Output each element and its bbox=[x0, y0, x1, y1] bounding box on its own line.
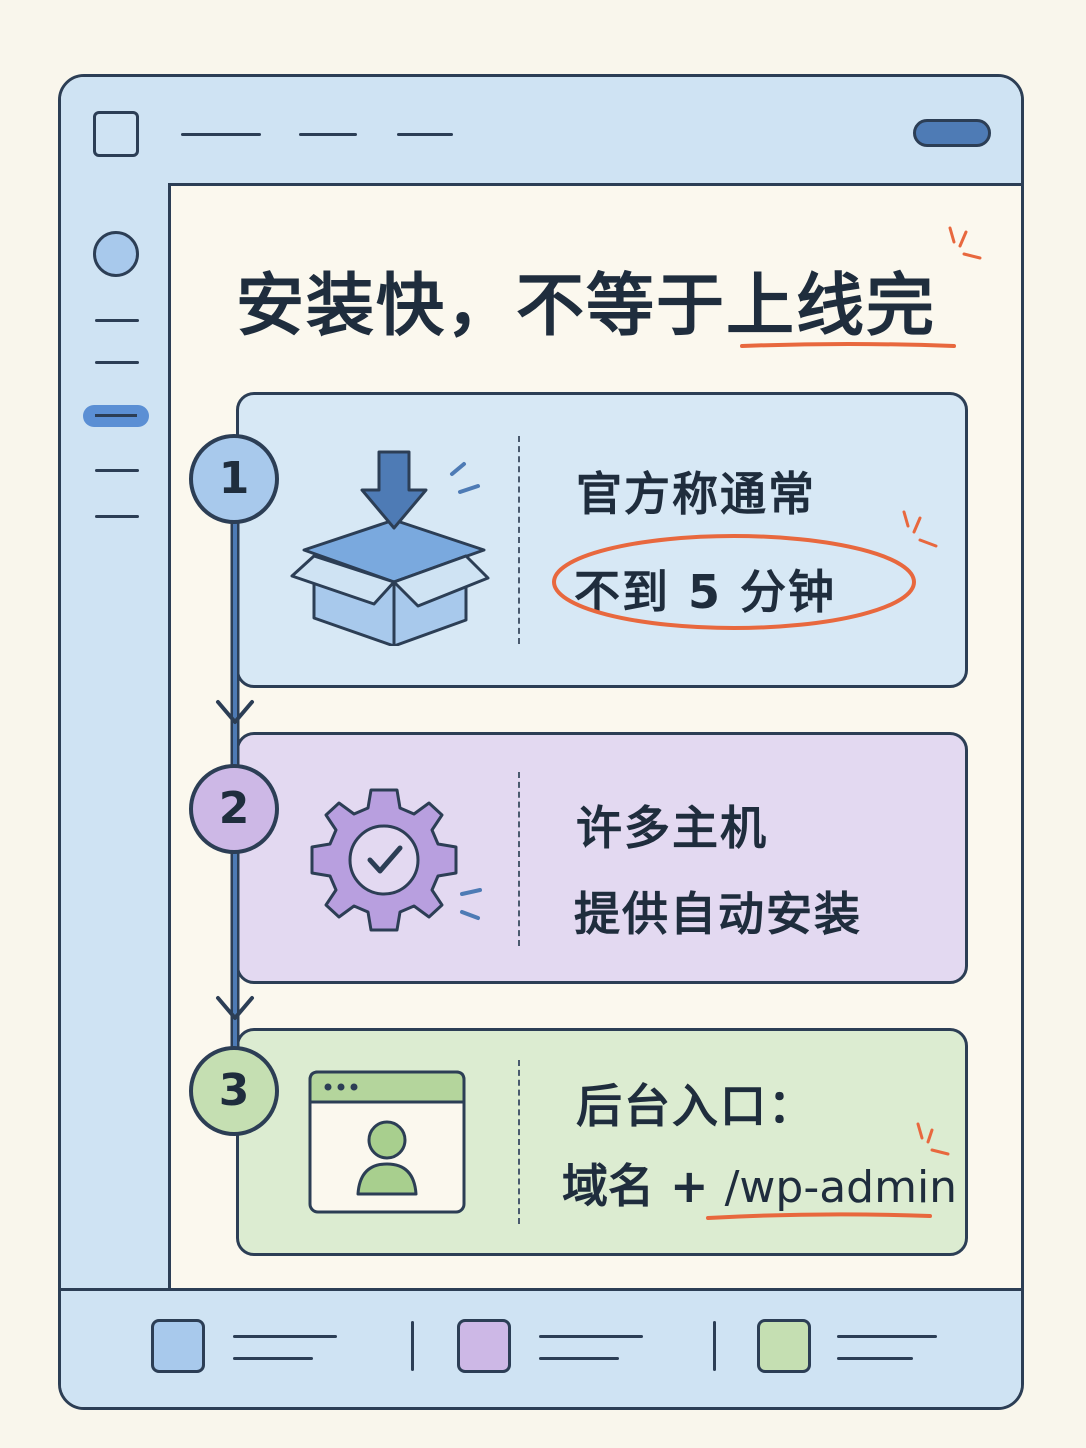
footer-tab-line bbox=[233, 1357, 313, 1360]
footer-bar bbox=[61, 1288, 1021, 1407]
footer-tab-purple[interactable] bbox=[457, 1319, 511, 1373]
sidebar-item[interactable] bbox=[95, 319, 139, 322]
title-placeholder-line bbox=[397, 133, 453, 136]
footer-tab-green[interactable] bbox=[757, 1319, 811, 1373]
sparkle-icon bbox=[948, 226, 982, 260]
footer-tab-line bbox=[233, 1335, 337, 1338]
highlight-circle bbox=[552, 534, 916, 630]
sidebar bbox=[61, 183, 171, 1291]
footer-separator bbox=[411, 1321, 414, 1371]
sparkle-icon bbox=[916, 1122, 950, 1156]
step-2-line-1: 许多主机 bbox=[576, 801, 768, 855]
footer-tab-line bbox=[837, 1357, 913, 1360]
title-placeholder-line bbox=[181, 133, 261, 136]
browser-user-icon bbox=[308, 1070, 466, 1214]
step-2-line-2: 提供自动安装 bbox=[574, 887, 862, 941]
card-divider bbox=[518, 772, 520, 946]
step-1-line-1: 官方称通常 bbox=[576, 467, 816, 521]
title-placeholder-line bbox=[299, 133, 357, 136]
footer-separator bbox=[713, 1321, 716, 1371]
path-underline bbox=[706, 1212, 932, 1220]
sidebar-item[interactable] bbox=[95, 361, 139, 364]
step-3-line-2: 域名 + /wp-admin bbox=[562, 1150, 957, 1216]
sidebar-item[interactable] bbox=[95, 469, 139, 472]
footer-tab-blue[interactable] bbox=[151, 1319, 205, 1373]
gear-check-icon bbox=[310, 788, 482, 932]
box-download-icon bbox=[290, 450, 490, 646]
title-underline bbox=[740, 342, 956, 348]
card-divider bbox=[518, 436, 520, 644]
step-3-line-1: 后台入口： bbox=[576, 1079, 816, 1133]
step-number-1: 1 bbox=[189, 434, 279, 524]
avatar[interactable] bbox=[93, 231, 139, 277]
window-toggle-button[interactable] bbox=[913, 119, 991, 147]
card-divider bbox=[518, 1060, 520, 1224]
domain-prefix: 域名 + bbox=[562, 1159, 725, 1213]
title-highlight: 上线完 bbox=[726, 267, 937, 346]
sidebar-item-active[interactable] bbox=[83, 405, 149, 427]
footer-tab-line bbox=[837, 1335, 937, 1338]
step-number-3: 3 bbox=[189, 1046, 279, 1136]
title-bar bbox=[61, 77, 1021, 186]
wp-admin-path: /wp-admin bbox=[724, 1162, 958, 1213]
step-1-line-2: 不到 5 分钟 bbox=[574, 565, 837, 619]
sidebar-item[interactable] bbox=[95, 515, 139, 518]
window-menu-icon[interactable] bbox=[93, 111, 139, 157]
footer-tab-line bbox=[539, 1335, 643, 1338]
title-main: 安装快，不等于 bbox=[236, 267, 727, 346]
footer-tab-line bbox=[539, 1357, 619, 1360]
sparkle-icon bbox=[902, 510, 938, 548]
page-title: 安装快，不等于上线完 bbox=[236, 250, 936, 349]
step-number-2: 2 bbox=[189, 764, 279, 854]
